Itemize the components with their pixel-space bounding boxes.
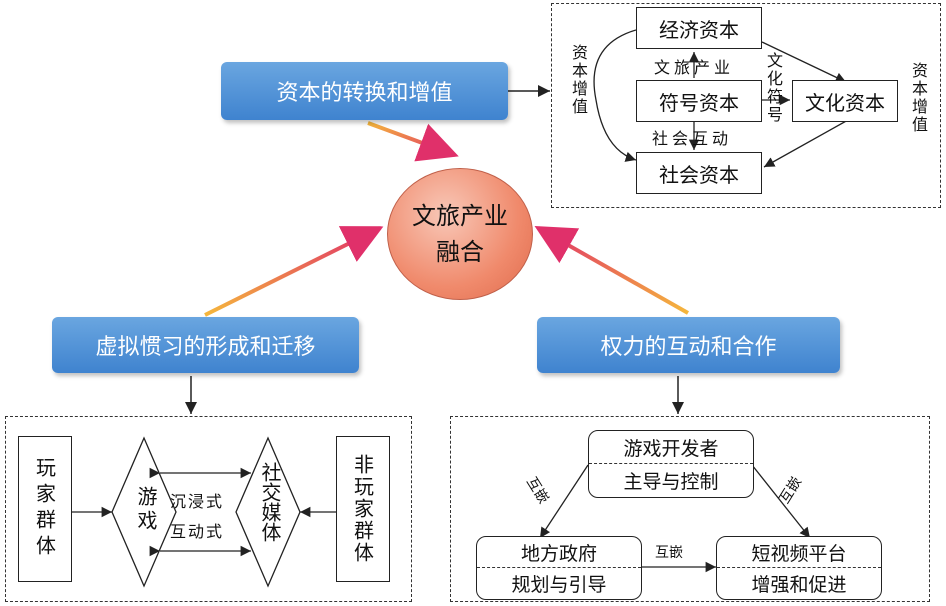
platform-role: 增强和促进 xyxy=(751,574,847,596)
symbolic-capital: 符号资本 xyxy=(636,80,762,122)
virtual-container xyxy=(5,416,412,602)
label-interactive: 互动式 xyxy=(170,522,225,541)
header-power: 权力的互动和合作 xyxy=(537,317,840,373)
header-capital: 资本的转换和增值 xyxy=(221,62,508,120)
game-label: 游戏 xyxy=(134,486,158,534)
local-government-box: 地方政府 规划与引导 xyxy=(476,536,642,600)
label-immersive: 沉浸式 xyxy=(170,492,225,511)
center-line2: 融合 xyxy=(436,238,484,266)
arrow-economic-to-cultural xyxy=(761,41,847,83)
economic-capital: 经济资本 xyxy=(636,7,762,49)
government-title: 地方政府 xyxy=(477,537,641,568)
label-cultural-symbol: 文化符号 xyxy=(764,52,783,124)
developer-title: 游戏开发者 xyxy=(589,431,753,464)
center-line1: 文旅产业 xyxy=(412,202,508,230)
power-container xyxy=(450,416,930,602)
label-wenlv: 文旅产业 xyxy=(654,58,735,77)
cultural-capital: 文化资本 xyxy=(792,80,898,122)
social-media-label: 社交媒体 xyxy=(258,462,282,542)
arrow-capital-to-center xyxy=(367,121,459,162)
label-capital-left: 资本增值 xyxy=(569,44,588,116)
header-virtual: 虚拟惯习的形成和迁移 xyxy=(52,317,359,373)
arrow-developer-platform xyxy=(741,453,811,539)
arrow-developer-government xyxy=(539,453,599,539)
arrow-cultural-to-social xyxy=(763,119,849,168)
label-capital-right: 资本增值 xyxy=(909,62,928,134)
social-capital: 社会资本 xyxy=(636,152,762,194)
platform-title: 短视频平台 xyxy=(717,537,881,568)
label-mutual-bottom: 互嵌 xyxy=(655,545,683,561)
players-group: 玩家群体 xyxy=(18,436,72,582)
developer-role: 主导与控制 xyxy=(623,471,719,493)
social-media-diamond xyxy=(235,436,301,588)
center-circle: 文旅产业 融合 xyxy=(387,168,533,300)
arrow-virtual-to-center xyxy=(204,226,384,317)
non-players-group: 非玩家群体 xyxy=(336,436,390,582)
short-video-platform-box: 短视频平台 增强和促进 xyxy=(716,536,882,600)
government-role: 规划与引导 xyxy=(511,574,607,596)
label-social-interaction: 社会互动 xyxy=(652,129,733,148)
game-developer-box: 游戏开发者 主导与控制 xyxy=(588,430,754,498)
arrow-capital-loop xyxy=(593,29,637,162)
arrow-power-to-center xyxy=(534,226,689,315)
capital-container xyxy=(551,3,941,208)
